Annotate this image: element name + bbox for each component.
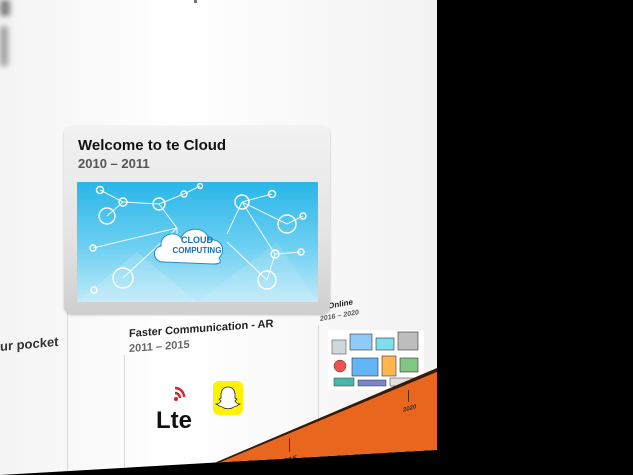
online-illustration-icon [328,330,424,390]
snapchat-logo-icon [213,381,243,415]
divider-dot [194,0,197,3]
blurred-thumbnail [0,26,8,66]
faster-communication-years: 2011 – 2015 [129,338,190,355]
timeline-divider [67,310,68,475]
timeline-divider [318,325,319,435]
cloud-badge-line1: CLOUD [181,235,213,245]
timeline-divider [124,355,125,475]
timeline-slide: ur pocket Faster Communication - AR 2011… [0,0,437,475]
card-years: 2010 – 2011 [78,156,150,171]
cloud-computing-image: CLOUD COMPUTING [77,182,318,302]
welcome-card[interactable]: Welcome to te Cloud 2010 – 2011 [64,126,330,314]
timeline-tick [408,390,409,402]
timeline-tick [289,438,290,452]
partial-heading: ur pocket [0,333,59,354]
lte-logo-icon: Lte [156,386,192,434]
faster-communication-title: Faster Communication - AR [129,317,274,340]
blurred-thumbnail [0,0,10,16]
lte-logo-text: Lte [156,407,192,434]
cloud-badge-line2: COMPUTING [173,246,222,255]
card-title: Welcome to te Cloud [78,137,227,154]
cloud-network-icon: CLOUD COMPUTING [77,182,318,302]
